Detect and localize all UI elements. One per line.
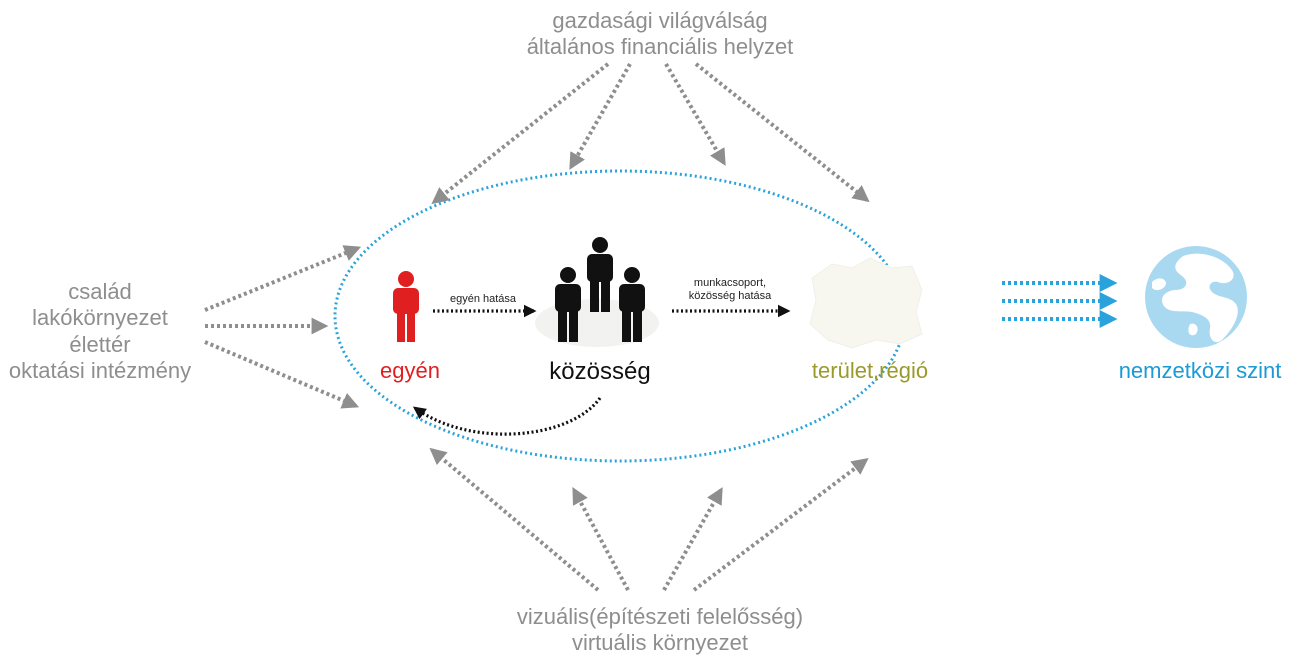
arrow-left-3: [204, 340, 360, 409]
node-label-kozosseg: közösség: [549, 358, 651, 385]
bottom-influence-arrows: [429, 447, 869, 592]
top-factor-line: általános financiális helyzet: [526, 34, 794, 60]
arrow-bottom-3: [662, 487, 723, 591]
top-factor-label: gazdasági világválság általános financiá…: [450, 8, 870, 61]
left-factor-line: élettér: [69, 331, 131, 357]
region-map-icon: [809, 257, 923, 349]
left-factor-line: oktatási intézmény: [8, 358, 192, 384]
arrow-top-4: [694, 62, 870, 203]
arrow-bottom-1: [429, 447, 600, 592]
arrow-top-2: [569, 63, 632, 170]
bottom-factor-label: vizuális(építészeti felelősség) virtuáli…: [450, 604, 870, 657]
arrow-left-1: [204, 245, 362, 312]
bottom-factor-line: vizuális(építészeti felelősség): [516, 604, 804, 629]
top-factor-line: gazdasági világválság: [552, 8, 768, 33]
arrow-bottom-2: [572, 487, 630, 591]
edge-label-kozosseg-hatasa: munkacsoport, közösség hatása: [665, 277, 795, 302]
inner-arrows: [412, 304, 791, 436]
edge-label-line: közösség hatása: [688, 289, 772, 302]
person-icon: [393, 271, 419, 342]
globe-icon: [1145, 246, 1247, 348]
node-label-egyen: egyén: [380, 358, 440, 383]
left-factor-line: család: [68, 279, 132, 304]
group-icon: [555, 237, 645, 342]
arrow-kozosseg-to-egyen: [412, 397, 602, 436]
arrow-top-1: [431, 62, 610, 205]
edge-label-egyen-hatasa: egyén hatása: [449, 293, 517, 305]
international-arrows: [1002, 274, 1118, 328]
bottom-factor-line: virtuális környezet: [571, 630, 749, 656]
left-factor-label: család lakókörnyezet élettér oktatási in…: [0, 279, 200, 385]
node-label-nemzetkozi: nemzetközi szint: [1118, 358, 1282, 383]
top-influence-arrows: [431, 62, 870, 205]
left-factor-line: lakókörnyezet: [32, 305, 168, 331]
arrow-bottom-4: [692, 457, 869, 592]
edge-label-line: munkacsoport,: [693, 277, 767, 289]
arrow-top-3: [664, 62, 726, 166]
node-label-terulet: terület,régió: [811, 358, 929, 383]
left-influence-arrows: [204, 245, 362, 409]
